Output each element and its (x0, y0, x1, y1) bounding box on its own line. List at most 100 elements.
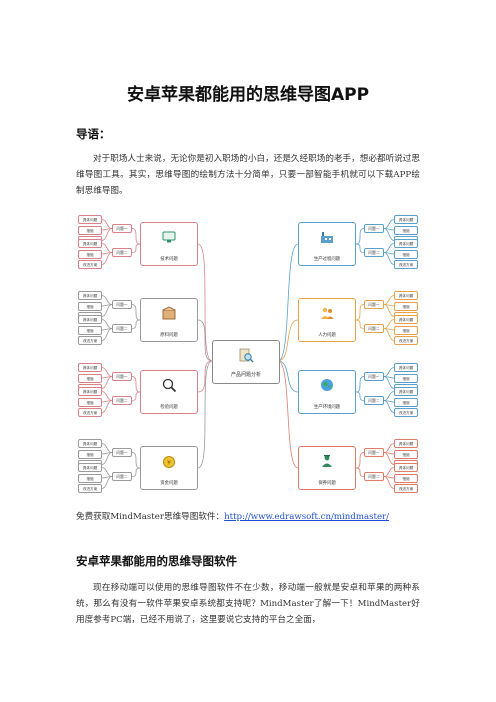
leaf-node[interactable]: 措施 (78, 325, 102, 335)
leaf-node[interactable]: 具体问题 (394, 363, 418, 372)
leaf-node[interactable]: 措施 (394, 449, 418, 459)
connector-line (101, 319, 113, 329)
leaf-node[interactable]: 改进方案 (394, 408, 418, 417)
leaf-node[interactable]: 改进方案 (78, 336, 102, 345)
center-node[interactable]: 产品问题分析 (212, 340, 280, 384)
leaf-node[interactable]: 改进方案 (78, 484, 102, 493)
category-node[interactable]: 技术问题 (140, 222, 198, 266)
connector-line (131, 376, 141, 393)
connector-line (101, 219, 113, 229)
mindmaster-link[interactable]: http://www.edrawsoft.cn/mindmaster/ (224, 512, 390, 522)
connector-line (131, 243, 141, 253)
leaf-node[interactable]: 改进方案 (78, 408, 102, 417)
connector-line (383, 452, 395, 465)
connector-line (355, 452, 365, 469)
leaf-node[interactable]: 具体问题 (78, 463, 102, 472)
category-label: 生产过程问题 (313, 257, 341, 262)
connector-line (383, 252, 395, 265)
leaf-node[interactable]: 措施 (394, 373, 418, 383)
leaf-node[interactable]: 改进方案 (394, 260, 418, 269)
connector-line (383, 243, 395, 253)
branch-node[interactable]: 问题二 (112, 396, 132, 405)
search-document-icon (239, 348, 254, 363)
branch-node[interactable]: 问题二 (364, 248, 384, 257)
connector-line (383, 376, 395, 389)
connector-line (101, 467, 113, 477)
leaf-node[interactable]: 措施 (394, 325, 418, 335)
leaf-node[interactable]: 措施 (78, 249, 102, 259)
leaf-node[interactable]: 措施 (394, 397, 418, 407)
branch-node[interactable]: 问题二 (112, 324, 132, 333)
leaf-node[interactable]: 具体问题 (394, 315, 418, 324)
category-node[interactable]: 生产过程问题 (298, 222, 356, 266)
leaf-node[interactable]: 措施 (394, 249, 418, 259)
leaf-node[interactable]: 改进方案 (78, 260, 102, 269)
center-node-label: 产品问题分析 (230, 372, 261, 378)
connector-line (101, 476, 113, 489)
leaf-node[interactable]: 措施 (78, 473, 102, 483)
leaf-node[interactable]: 措施 (394, 301, 418, 311)
category-node[interactable]: 原料问题 (140, 298, 198, 342)
leaf-node[interactable]: 措施 (394, 473, 418, 483)
leaf-node[interactable]: 具体问题 (78, 291, 102, 300)
connector-line (355, 391, 365, 401)
leaf-node[interactable]: 具体问题 (394, 215, 418, 224)
branch-node[interactable]: 问题一 (364, 372, 384, 381)
leaf-node[interactable]: 改进方案 (394, 336, 418, 345)
branch-node[interactable]: 问题一 (364, 300, 384, 309)
leaf-node[interactable]: 措施 (78, 397, 102, 407)
category-label: 原料问题 (160, 333, 178, 338)
category-node[interactable]: 生产环境问题 (298, 370, 356, 414)
connector-line (197, 319, 213, 362)
leaf-node[interactable]: 具体问题 (78, 239, 102, 248)
leaf-node[interactable]: 措施 (78, 301, 102, 311)
leaf-node[interactable]: 具体问题 (78, 363, 102, 372)
branch-node[interactable]: 问题二 (364, 396, 384, 405)
connector-line (383, 391, 395, 401)
category-node[interactable]: 人力问题 (298, 298, 356, 342)
category-node[interactable]: 保养问题 (298, 446, 356, 490)
category-label: 保养问题 (318, 481, 336, 486)
branch-node[interactable]: 问题二 (364, 324, 384, 333)
branch-node[interactable]: 问题二 (112, 248, 132, 257)
branch-node[interactable]: 问题一 (112, 224, 132, 233)
branch-node[interactable]: 问题一 (364, 448, 384, 457)
category-node[interactable]: ¥ 资金问题 (140, 446, 198, 490)
category-label: 资金问题 (160, 481, 178, 486)
category-node[interactable]: 检验问题 (140, 370, 198, 414)
leaf-node[interactable]: 具体问题 (394, 387, 418, 396)
leaf-node[interactable]: 具体问题 (394, 463, 418, 472)
globe-icon (321, 379, 333, 391)
leaf-node[interactable]: 具体问题 (394, 291, 418, 300)
leaf-node[interactable]: 具体问题 (78, 387, 102, 396)
branch-node[interactable]: 问题一 (112, 300, 132, 309)
connector-line (101, 295, 113, 305)
connector-line (383, 367, 395, 377)
connector-line (277, 243, 299, 362)
branch-node[interactable]: 问题二 (112, 472, 132, 481)
branch-node[interactable]: 问题一 (112, 448, 132, 457)
leaf-node[interactable]: 具体问题 (394, 439, 418, 448)
connector-line (101, 376, 113, 389)
branch-node[interactable]: 问题一 (112, 372, 132, 381)
leaf-node[interactable]: 具体问题 (78, 439, 102, 448)
leaf-node[interactable]: 措施 (78, 225, 102, 235)
leaf-node[interactable]: 措施 (78, 449, 102, 459)
connector-line (355, 376, 365, 393)
branch-node[interactable]: 问题二 (364, 472, 384, 481)
leaf-node[interactable]: 措施 (394, 225, 418, 235)
leaf-node[interactable]: 具体问题 (78, 315, 102, 324)
svg-text:¥: ¥ (167, 460, 171, 467)
section-paragraph: 现在移动端可以使用的思维导图软件不在少数，移动端一般就是安卓和苹果的两种系统，那… (76, 583, 420, 625)
leaf-node[interactable]: 改进方案 (394, 484, 418, 493)
magnifier-icon (162, 378, 177, 393)
leaf-node[interactable]: 具体问题 (78, 215, 102, 224)
connector-line (197, 360, 213, 393)
connector-line (383, 476, 395, 489)
leaf-node[interactable]: 措施 (78, 373, 102, 383)
connector-line (197, 243, 213, 362)
connector-line (383, 467, 395, 477)
leaf-node[interactable]: 具体问题 (394, 239, 418, 248)
branch-node[interactable]: 问题一 (364, 224, 384, 233)
connector-line (131, 319, 141, 329)
